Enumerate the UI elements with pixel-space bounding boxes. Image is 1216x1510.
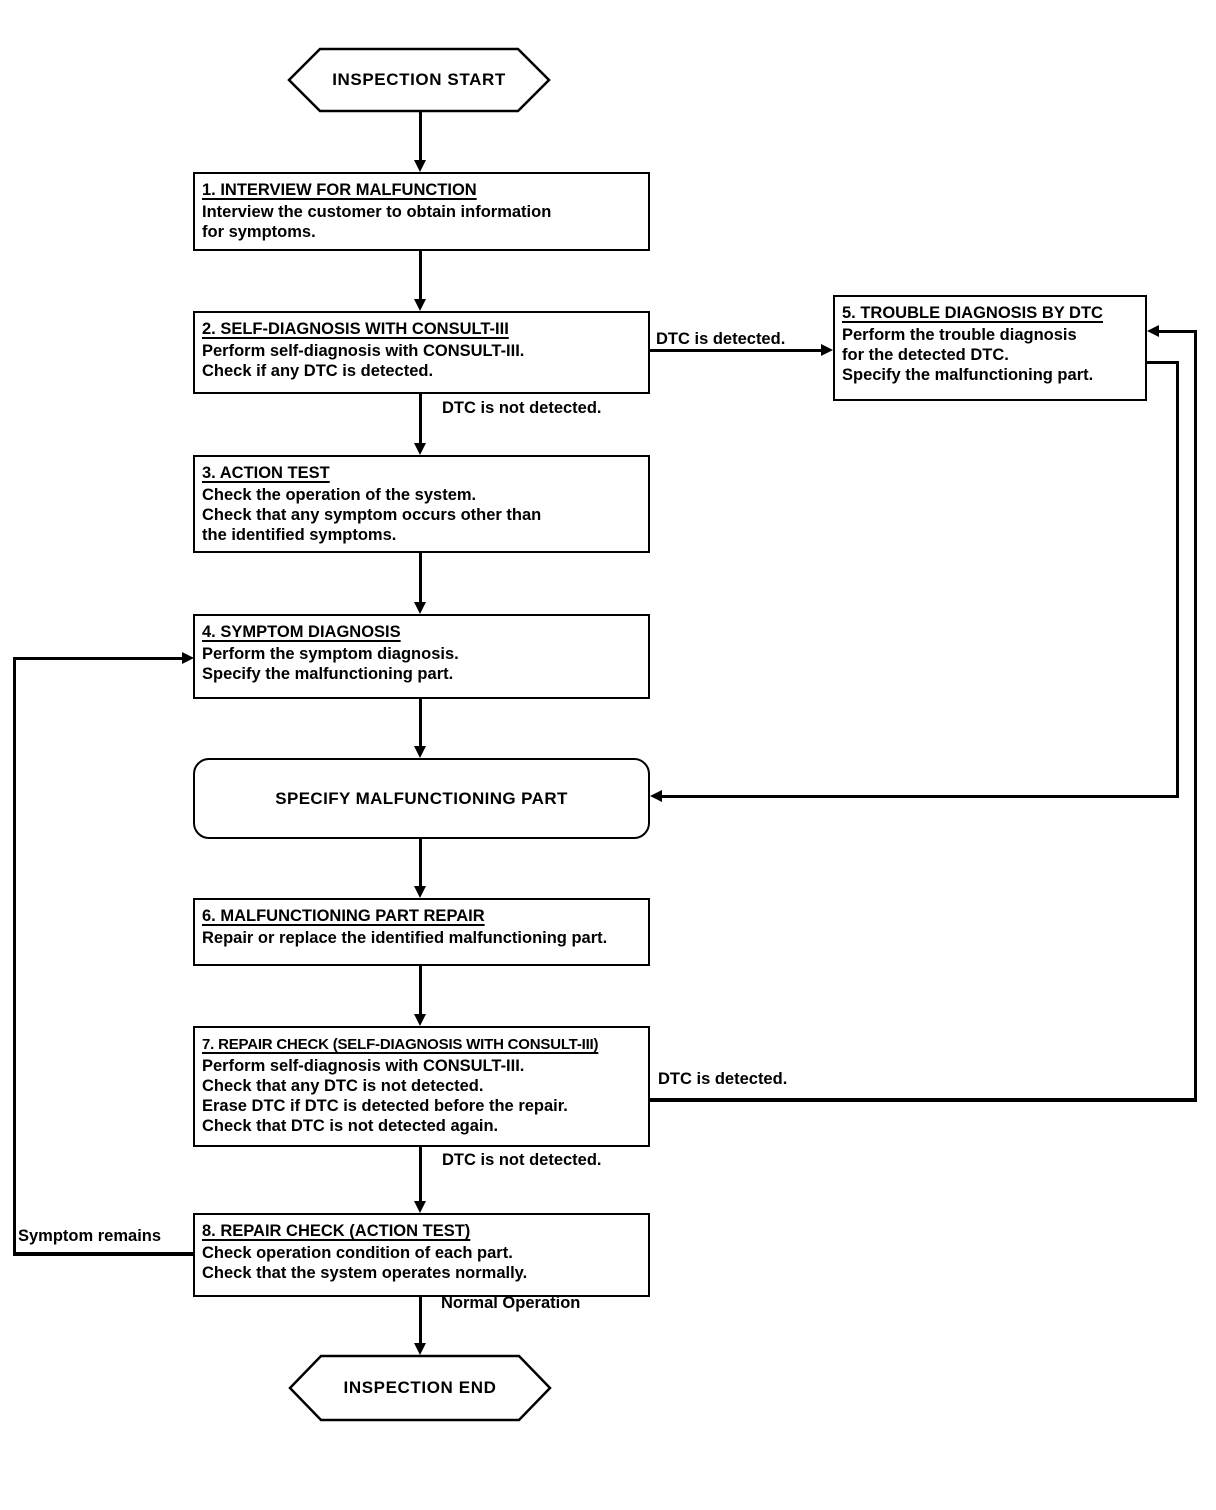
step-box-4: 4. SYMPTOM DIAGNOSIS Perform the symptom… <box>193 614 650 699</box>
step-box-1: 1. INTERVIEW FOR MALFUNCTION Interview t… <box>193 172 650 251</box>
step-1-title: 1. INTERVIEW FOR MALFUNCTION <box>202 181 477 199</box>
connector-start-to-step1 <box>419 112 422 161</box>
step-2-title: 2. SELF-DIAGNOSIS WITH CONSULT-III <box>202 320 509 338</box>
connector-step7-to-step5-top <box>1159 330 1197 333</box>
connector-step7-to-step5-horizontal <box>650 1098 1197 1102</box>
step-box-7: 7. REPAIR CHECK (SELF-DIAGNOSIS WITH CON… <box>193 1026 650 1147</box>
connector-step6-to-step7 <box>419 966 422 1014</box>
step-5-body: Perform the trouble diagnosis for the de… <box>842 326 1094 384</box>
edge-label-dtc-detected-bottom: DTC is detected. <box>658 1070 788 1088</box>
step-4-body: Perform the symptom diagnosis. Specify t… <box>202 645 459 683</box>
step-3-body: Check the operation of the system. Check… <box>202 486 542 544</box>
terminator-end-label: INSPECTION END <box>343 1378 497 1397</box>
terminator-start: INSPECTION START <box>287 47 551 113</box>
step-8-title: 8. REPAIR CHECK (ACTION TEST) <box>202 1222 471 1240</box>
step-box-8: 8. REPAIR CHECK (ACTION TEST) Check oper… <box>193 1213 650 1297</box>
connector-step7-to-step5-vertical <box>1194 330 1197 1102</box>
connector-step2-to-step5 <box>650 349 821 352</box>
edge-label-symptom-remains: Symptom remains <box>18 1227 162 1245</box>
arrowhead-down-icon <box>414 160 426 172</box>
edge-label-dtc-not-detected-bottom: DTC is not detected. <box>442 1151 602 1169</box>
arrowhead-down-icon <box>414 299 426 311</box>
step-4-title: 4. SYMPTOM DIAGNOSIS <box>202 623 401 641</box>
hexagon-shape <box>287 47 551 113</box>
connector-step5-to-specify-horizontal <box>662 795 1179 798</box>
step-box-3: 3. ACTION TEST Check the operation of th… <box>193 455 650 553</box>
arrowhead-right-icon <box>182 652 194 664</box>
connector-step1-to-step2 <box>419 251 422 299</box>
arrowhead-left-icon <box>650 790 662 802</box>
step-7-body: Perform self-diagnosis with CONSULT-III.… <box>202 1057 568 1135</box>
edge-label-dtc-not-detected-top: DTC is not detected. <box>442 399 602 417</box>
step-2-body: Perform self-diagnosis with CONSULT-III.… <box>202 342 525 380</box>
connector-step2-to-step3 <box>419 394 422 443</box>
edge-label-dtc-detected-top: DTC is detected. <box>656 330 786 348</box>
connector-specify-to-step6 <box>419 839 422 886</box>
edge-label-normal-operation: Normal Operation <box>441 1294 581 1312</box>
arrowhead-left-icon <box>1147 325 1159 337</box>
step-5-title: 5. TROUBLE DIAGNOSIS BY DTC <box>842 304 1103 322</box>
step-8-body: Check operation condition of each part. … <box>202 1244 528 1282</box>
connector-step8-to-step4-top <box>16 657 182 660</box>
connector-step4-to-specify <box>419 699 422 746</box>
terminator-end: INSPECTION END <box>288 1354 552 1422</box>
arrowhead-down-icon <box>414 1201 426 1213</box>
step-1-body: Interview the customer to obtain informa… <box>202 203 552 241</box>
arrowhead-down-icon <box>414 1343 426 1355</box>
connector-step8-to-end <box>419 1297 422 1343</box>
arrowhead-down-icon <box>414 746 426 758</box>
arrowhead-right-icon <box>821 344 833 356</box>
connector-step5-to-specify-stub <box>1147 361 1179 364</box>
connector-step3-to-step4 <box>419 553 422 602</box>
arrowhead-down-icon <box>414 886 426 898</box>
step-7-title: 7. REPAIR CHECK (SELF-DIAGNOSIS WITH CON… <box>202 1036 599 1053</box>
arrowhead-down-icon <box>414 443 426 455</box>
arrowhead-down-icon <box>414 1014 426 1026</box>
arrowhead-down-icon <box>414 602 426 614</box>
step-6-body: Repair or replace the identified malfunc… <box>202 929 608 947</box>
hexagon-shape <box>288 1354 552 1422</box>
step-box-5: 5. TROUBLE DIAGNOSIS BY DTC Perform the … <box>833 295 1147 401</box>
terminator-start-label: INSPECTION START <box>332 70 506 89</box>
step-box-6: 6. MALFUNCTIONING PART REPAIR Repair or … <box>193 898 650 966</box>
connector-step8-to-step4-vertical <box>13 657 16 1256</box>
process-specify-malfunctioning-part: SPECIFY MALFUNCTIONING PART <box>193 758 650 839</box>
connector-step5-to-specify-vertical <box>1176 361 1179 798</box>
step-box-2: 2. SELF-DIAGNOSIS WITH CONSULT-III Perfo… <box>193 311 650 394</box>
connector-step8-to-step4-horizontal <box>13 1252 194 1256</box>
connector-step7-to-step8 <box>419 1147 422 1201</box>
step-6-title: 6. MALFUNCTIONING PART REPAIR <box>202 907 485 925</box>
step-3-title: 3. ACTION TEST <box>202 464 330 482</box>
